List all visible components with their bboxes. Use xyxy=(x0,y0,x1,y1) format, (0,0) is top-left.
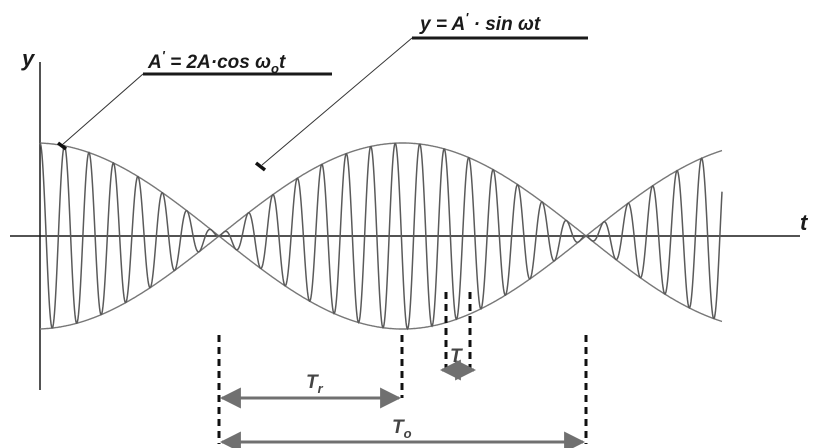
wave-equation: y = A' · sin ωt xyxy=(419,10,541,35)
carrier-period-label: T xyxy=(450,346,463,367)
wave-leader-line xyxy=(261,37,413,166)
beat-wave-curve xyxy=(39,142,723,331)
wave-leader-tick xyxy=(254,161,267,172)
beat-period-label: Tr xyxy=(306,372,324,396)
envelope-period-label: To xyxy=(392,417,412,441)
envelope-equation: A' = 2A·cos ωot xyxy=(147,48,286,76)
y-axis-label: y xyxy=(21,46,36,71)
envelope-leader-line xyxy=(61,73,144,146)
envelope-leader-tick xyxy=(56,141,68,151)
x-axis-label: t xyxy=(800,210,809,235)
envelope-curve-upper xyxy=(40,142,723,330)
envelope-curve-lower xyxy=(40,142,723,330)
